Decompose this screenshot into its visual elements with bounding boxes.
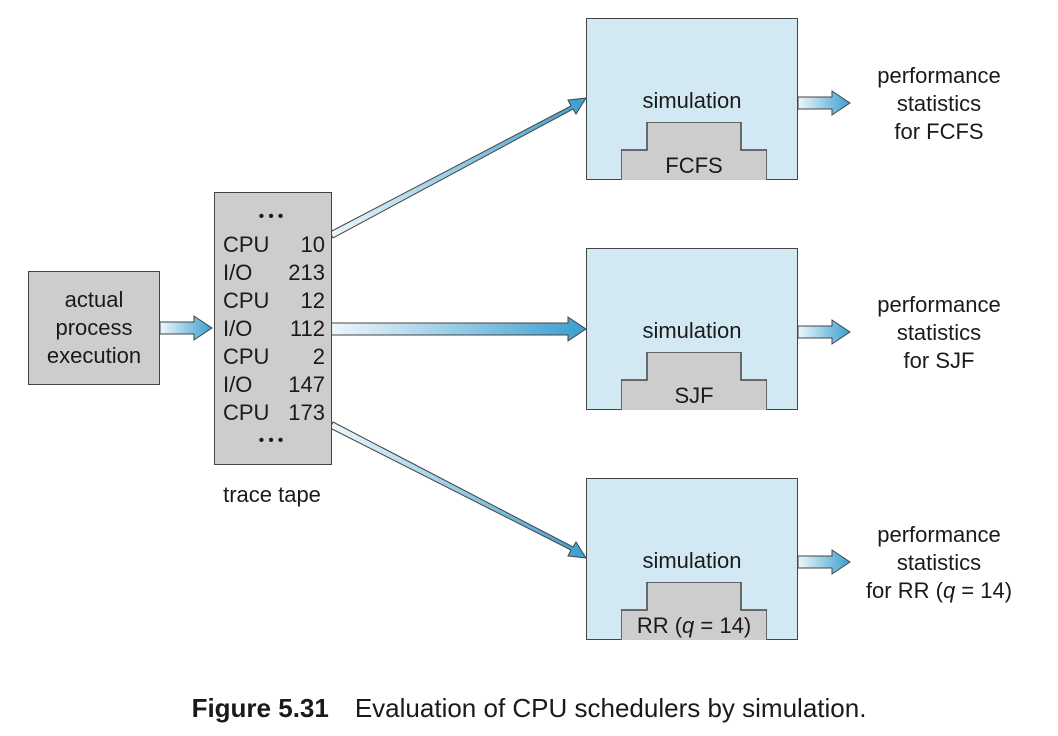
tape-op: CPU — [223, 288, 270, 313]
tape-entry: CPU 12 — [223, 287, 325, 315]
arrow-tape-to-rr — [329, 421, 587, 559]
stats-rr: performance statistics for RR (q = 14) — [834, 521, 1044, 605]
scheduler-label-fcfs: FCFS — [665, 153, 723, 178]
actual-line-1: actual — [64, 287, 124, 312]
stats-line: statistics — [896, 550, 982, 575]
figure-number: Figure 5.31 — [191, 693, 329, 723]
tape-entry: CPU 173 — [223, 399, 325, 427]
tape-value: 2 — [312, 344, 325, 369]
simulation-title: simulation — [642, 318, 742, 343]
tape-value: 12 — [300, 288, 325, 313]
tape-op: I/O — [223, 372, 253, 397]
tape-entry: I/O 147 — [223, 371, 325, 399]
rr-stat-part-3: = 14) — [955, 578, 1013, 603]
tape-entry: CPU 2 — [223, 343, 325, 371]
actual-line-3: execution — [46, 343, 142, 368]
scheduler-label-wrap: RR (q = 14) — [621, 582, 767, 640]
arrow-actual-to-tape — [159, 315, 213, 341]
simulation-box-sjf: simulation SJF — [586, 248, 798, 410]
tape-op: CPU — [223, 344, 270, 369]
scheduler-block-fcfs — [621, 122, 767, 180]
simulation-title: simulation — [642, 548, 742, 573]
stats-line: performance — [877, 63, 1001, 88]
tape-value: 147 — [288, 372, 325, 397]
simulation-box-rr: simulation RR (q = 14) — [586, 478, 798, 640]
stats-line: for SJF — [903, 348, 975, 373]
figure-caption-text: Evaluation of CPU schedulers by simulati… — [354, 693, 867, 723]
arrow-sjf-to-stats — [797, 319, 851, 345]
tape-op: I/O — [223, 316, 253, 341]
stats-line: statistics — [896, 320, 982, 345]
stats-sjf: performance statistics for SJF — [834, 291, 1044, 375]
stats-line: for FCFS — [894, 119, 984, 144]
stats-fcfs: performance statistics for FCFS — [834, 62, 1044, 146]
tape-value: 112 — [289, 316, 325, 341]
stats-line: statistics — [896, 91, 982, 116]
arrow-rr-to-stats — [797, 549, 851, 575]
simulation-box-fcfs: simulation FCFS — [586, 18, 798, 180]
figure-caption: Figure 5.31 Evaluation of CPU schedulers … — [0, 693, 1058, 723]
rr-part-3: = 14) — [694, 613, 752, 638]
scheduler-label-wrap: FCFS — [621, 122, 767, 180]
rr-stat-part-q: q — [942, 578, 956, 603]
scheduler-label-rr: RR (q = 14) — [621, 612, 767, 640]
tape-value: 10 — [300, 232, 325, 257]
scheduler-block-rr — [621, 582, 767, 640]
tape-entry: CPU 10 — [223, 231, 325, 259]
rr-part-1: RR ( — [636, 613, 683, 638]
tape-ellipsis-top: ••• — [258, 208, 288, 225]
scheduler-block-sjf — [621, 352, 767, 410]
scheduler-label-wrap: SJF — [621, 352, 767, 410]
tape-value: 213 — [288, 260, 325, 285]
tape-value: 173 — [288, 400, 325, 425]
trace-tape-label: trace tape — [223, 482, 321, 507]
stats-line-rr: for RR (q = 14) — [834, 577, 1044, 605]
tape-op: CPU — [223, 232, 270, 257]
simulation-title: simulation — [642, 88, 742, 113]
tape-op: CPU — [223, 400, 270, 425]
arrow-fcfs-to-stats — [797, 90, 851, 116]
trace-tape-box: ••• CPU 10 I/O 213 CPU 12 I/O 112 CPU 2 … — [214, 192, 332, 465]
tape-op: I/O — [223, 260, 253, 285]
stats-line: performance — [877, 292, 1001, 317]
actual-process-box: actual process execution — [28, 271, 160, 385]
tape-ellipsis-bottom: ••• — [258, 432, 288, 449]
rr-part-q: q — [682, 613, 695, 638]
tape-entry: I/O 112 — [223, 315, 325, 343]
rr-stat-part-1: for RR ( — [865, 578, 943, 603]
arrow-tape-to-sjf — [329, 316, 587, 342]
tape-entry: I/O 213 — [223, 259, 325, 287]
arrow-tape-to-fcfs — [329, 97, 587, 239]
actual-line-2: process — [55, 315, 133, 340]
stats-line: performance — [877, 522, 1001, 547]
scheduler-label-sjf: SJF — [674, 383, 714, 408]
